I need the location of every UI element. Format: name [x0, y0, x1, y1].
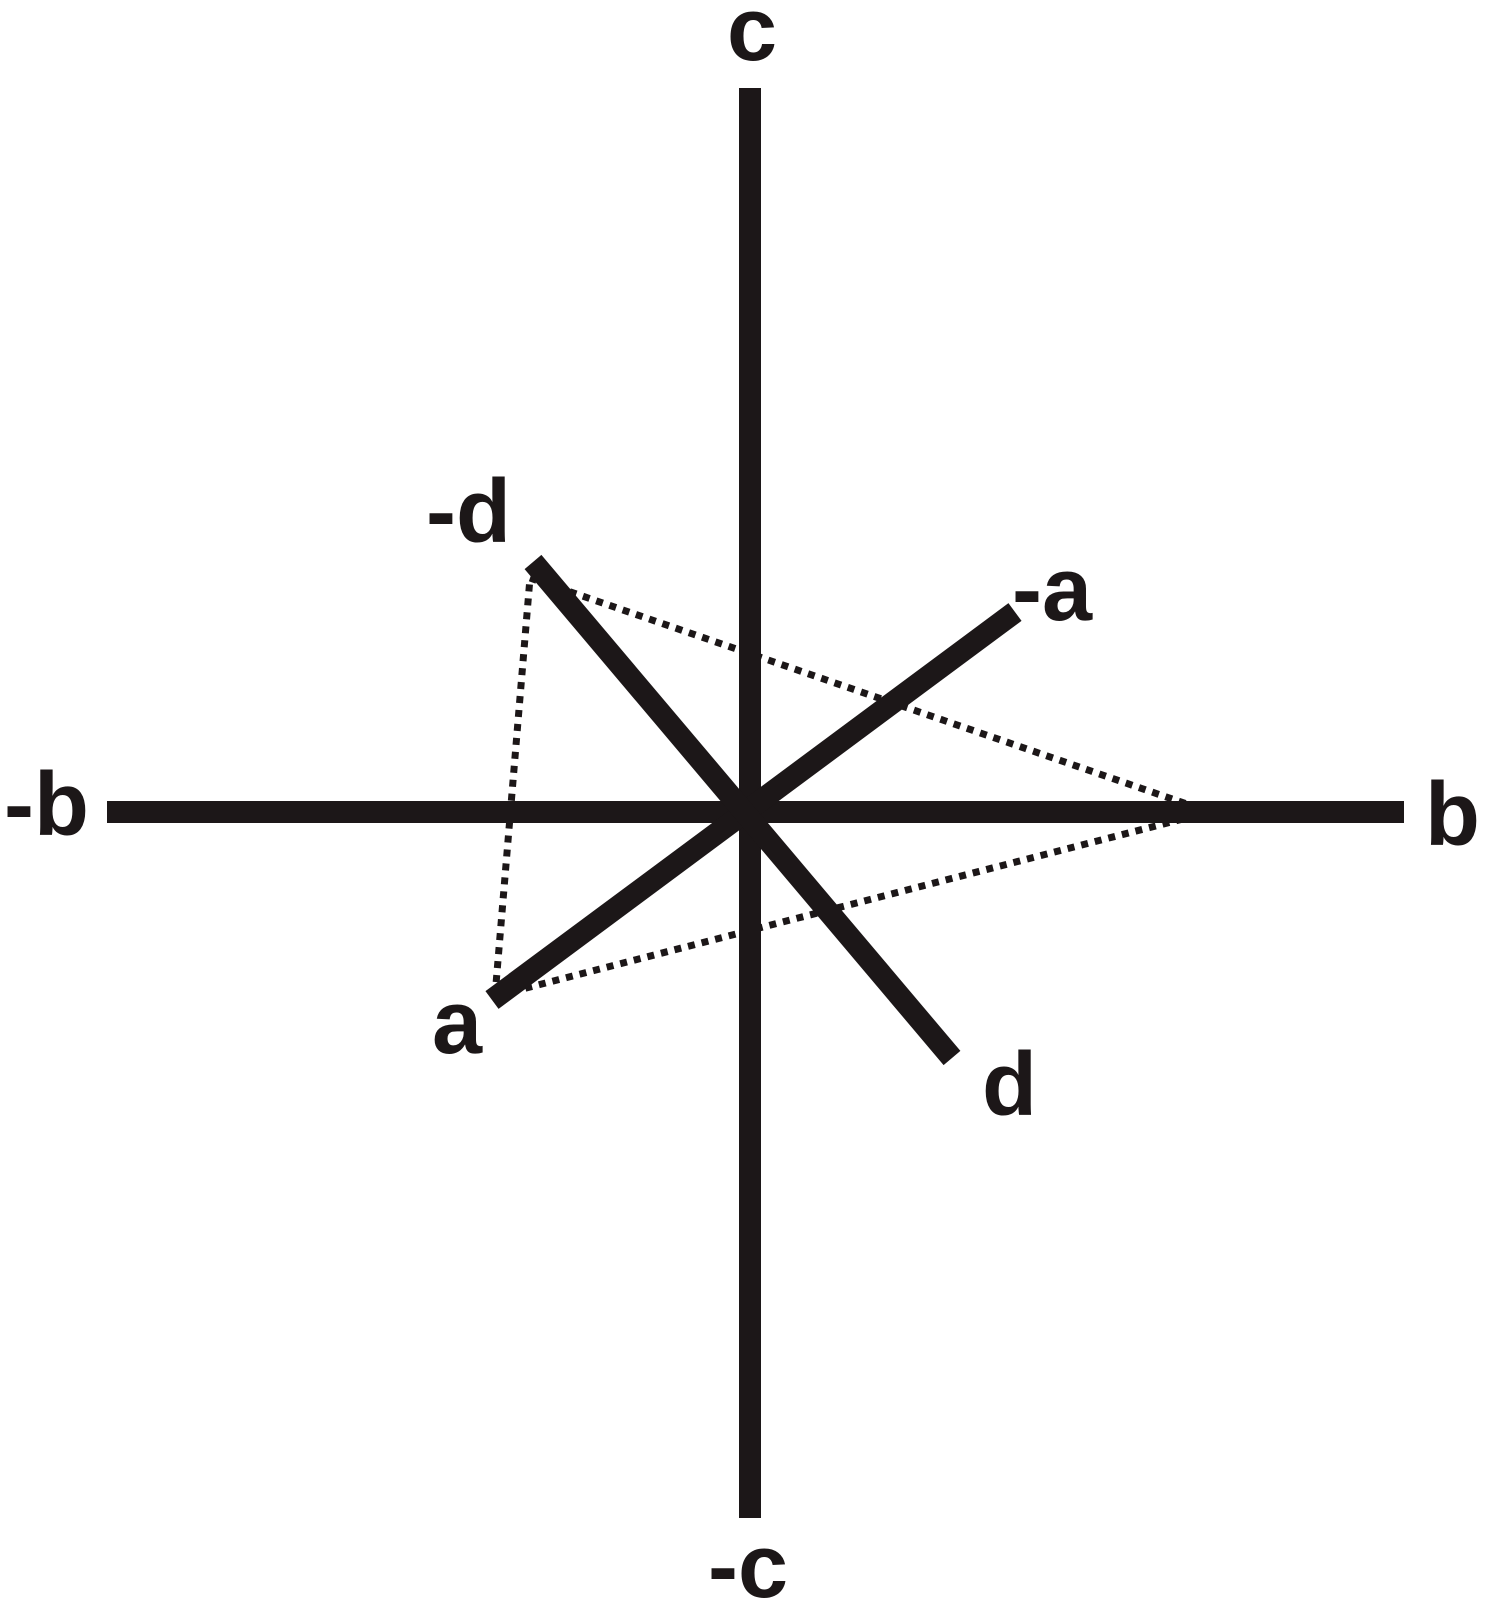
d-axis [524, 554, 961, 1066]
label-neg-a: -a [1012, 540, 1093, 640]
label-c: c [727, 0, 777, 80]
dotted-edge-a-to-neg-d [491, 577, 534, 997]
label-a: a [432, 973, 483, 1073]
label-neg-c: -c [708, 1517, 788, 1600]
label-d: d [982, 1035, 1037, 1135]
label-neg-d: -d [426, 462, 511, 562]
dotted-edge-b-to-a [494, 808, 1211, 1000]
label-neg-b: -b [4, 755, 89, 855]
label-b: b [1425, 765, 1480, 865]
dotted-triangle [491, 574, 1212, 1000]
